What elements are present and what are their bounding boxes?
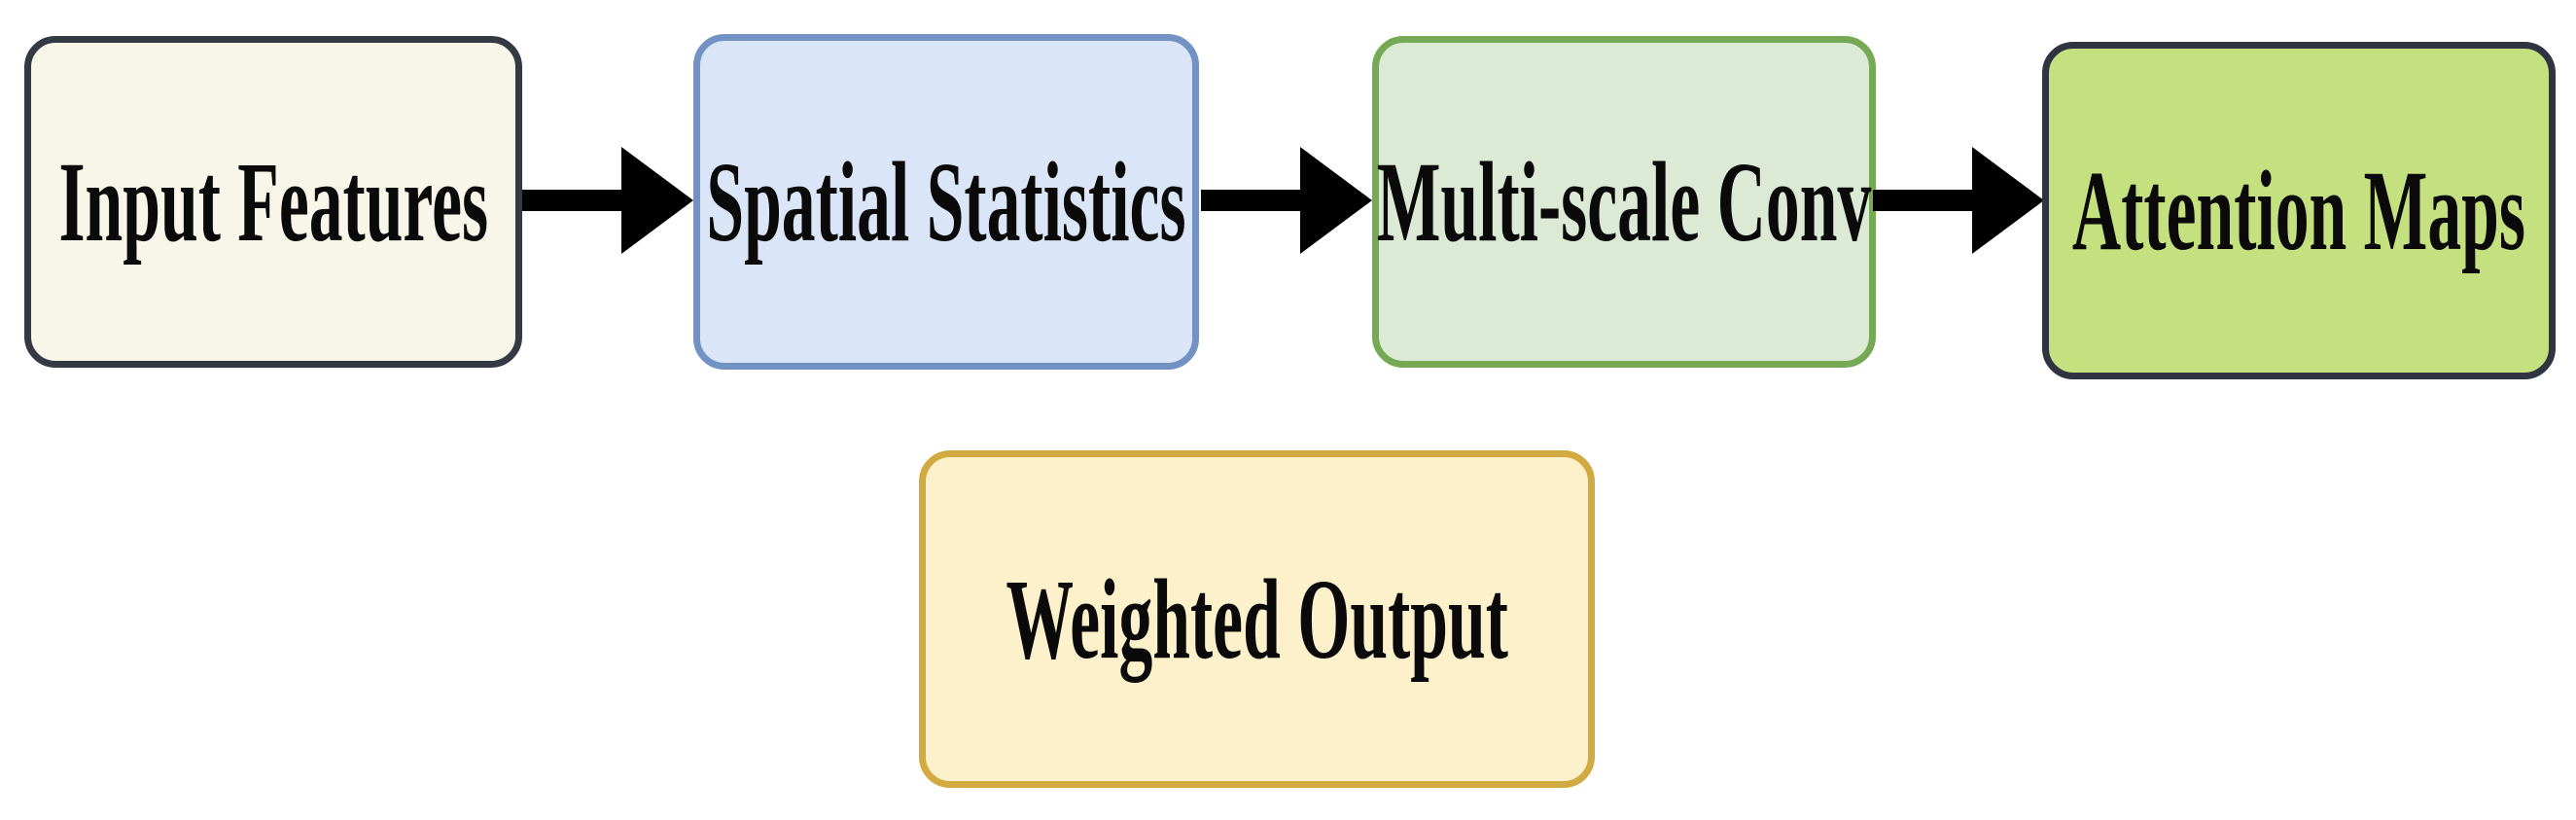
node-spatial-statistics: Spatial Statistics [693,34,1199,370]
node-input-features: Input Features [24,36,522,368]
node-multi-scale-conv: Multi-scale Conv [1372,36,1876,368]
node-label-multi-scale-conv: Multi-scale Conv [1376,137,1872,266]
node-label-spatial-statistics: Spatial Statistics [706,137,1186,266]
flow-arrow-1 [522,147,693,254]
flow-arrow-2 [1201,147,1372,254]
node-attention-maps: Attention Maps [2042,42,2556,379]
flow-arrow-3 [1873,147,2044,254]
node-label-input-features: Input Features [58,137,488,266]
node-weighted-output: Weighted Output [919,450,1595,788]
node-label-weighted-output: Weighted Output [1006,554,1508,683]
node-label-attention-maps: Attention Maps [2071,146,2526,274]
